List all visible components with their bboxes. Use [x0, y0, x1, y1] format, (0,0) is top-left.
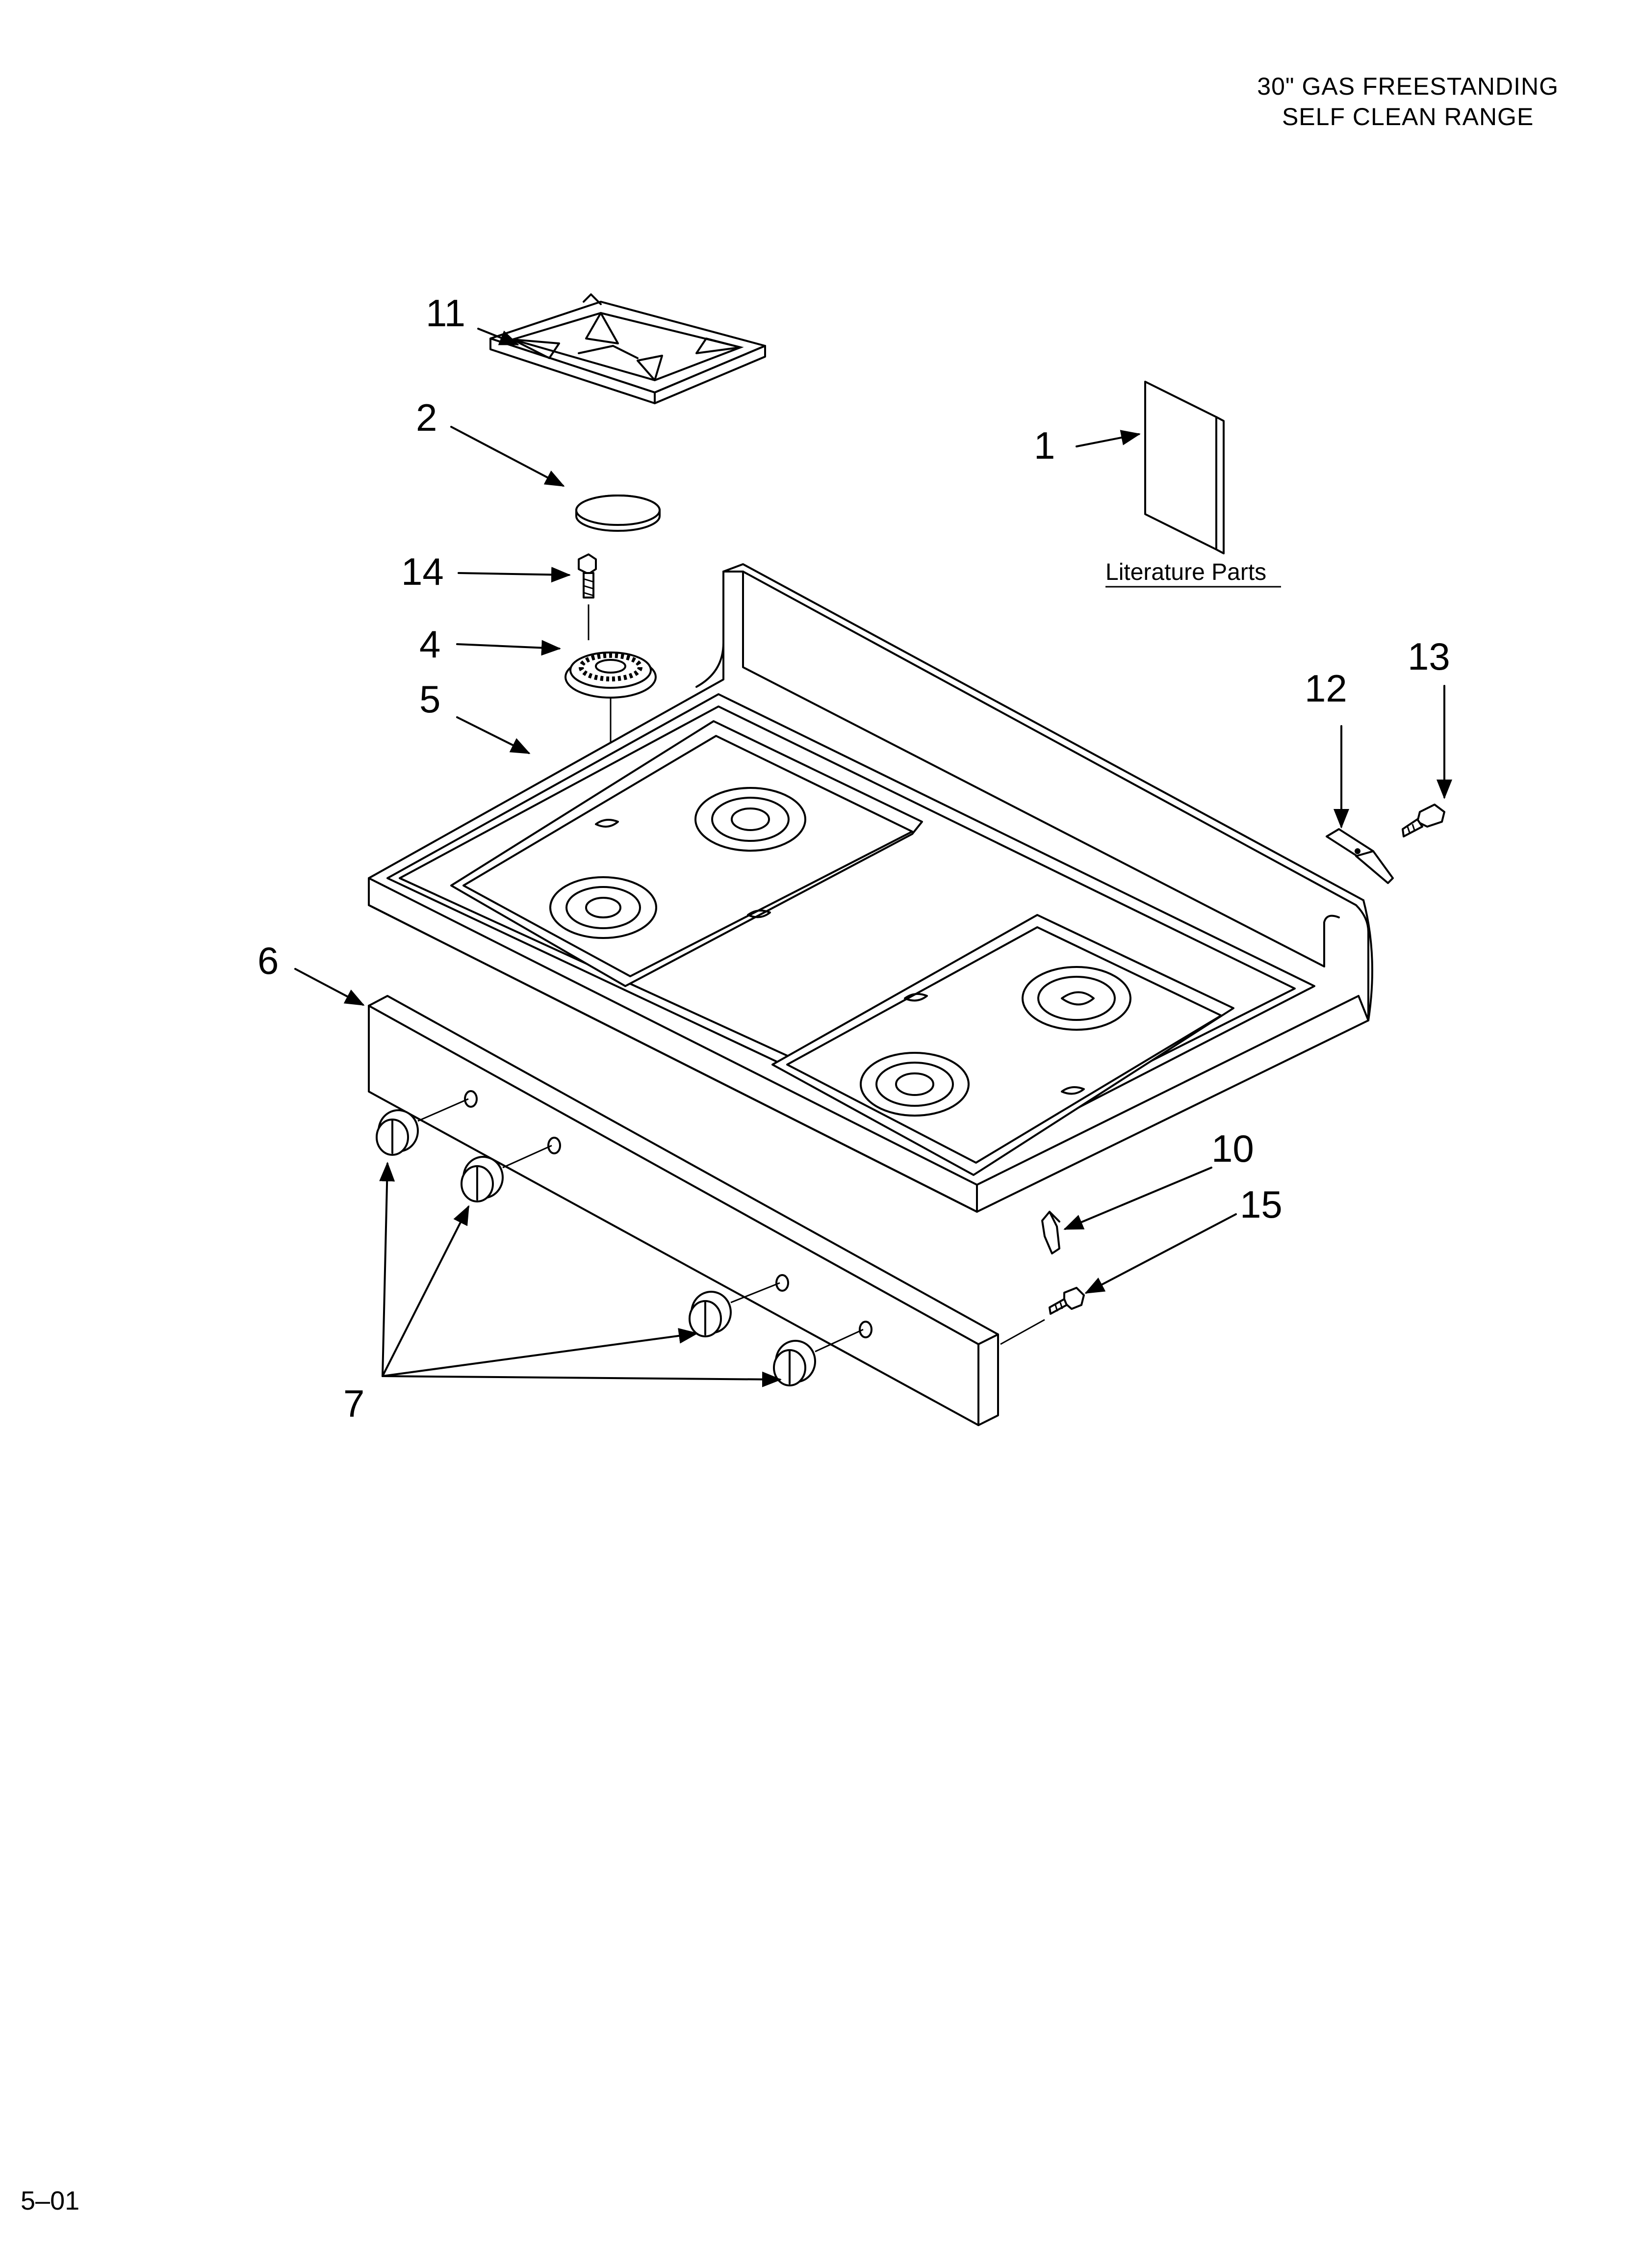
- callout-1: 1: [1034, 424, 1055, 467]
- screw-15: [1049, 1287, 1085, 1315]
- callout-7: 7: [343, 1382, 364, 1425]
- panel-screw-line: [1000, 1319, 1045, 1345]
- leader-lines: [294, 328, 1452, 1387]
- callout-10: 10: [1211, 1127, 1254, 1170]
- callout-14: 14: [401, 550, 444, 593]
- knob-2: [461, 1145, 552, 1202]
- clip-10: [1041, 1211, 1060, 1254]
- literature-parts-label: Literature Parts: [1105, 559, 1266, 585]
- burner-screw: [578, 553, 597, 599]
- literature-parts-block: [1144, 381, 1225, 554]
- control-panel: [368, 995, 999, 1426]
- callout-13: 13: [1408, 635, 1450, 678]
- callout-15: 15: [1240, 1183, 1283, 1226]
- knob-3: [689, 1282, 780, 1337]
- page-footer-code: 5–01: [21, 2186, 80, 2216]
- grate: [489, 293, 766, 404]
- control-knobs: [376, 1098, 864, 1386]
- callout-5: 5: [419, 678, 440, 721]
- header-title-line1: 30" GAS FREESTANDING: [1257, 73, 1559, 100]
- cooktop: [368, 563, 1373, 1213]
- callout-11: 11: [426, 291, 465, 335]
- header-title-line2: SELF CLEAN RANGE: [1282, 103, 1534, 130]
- knob-4: [773, 1329, 864, 1386]
- callout-6: 6: [257, 939, 279, 982]
- screw-13: [1402, 804, 1445, 837]
- burner-cap: [575, 495, 661, 532]
- page-header: 30" GAS FREESTANDING SELF CLEAN RANGE: [1257, 71, 1559, 132]
- bracket-12: [1326, 828, 1394, 884]
- knob-1: [376, 1098, 469, 1156]
- callout-4: 4: [419, 623, 440, 666]
- callout-12: 12: [1305, 667, 1347, 710]
- callout-2: 2: [416, 396, 437, 439]
- burner-head: [564, 652, 657, 699]
